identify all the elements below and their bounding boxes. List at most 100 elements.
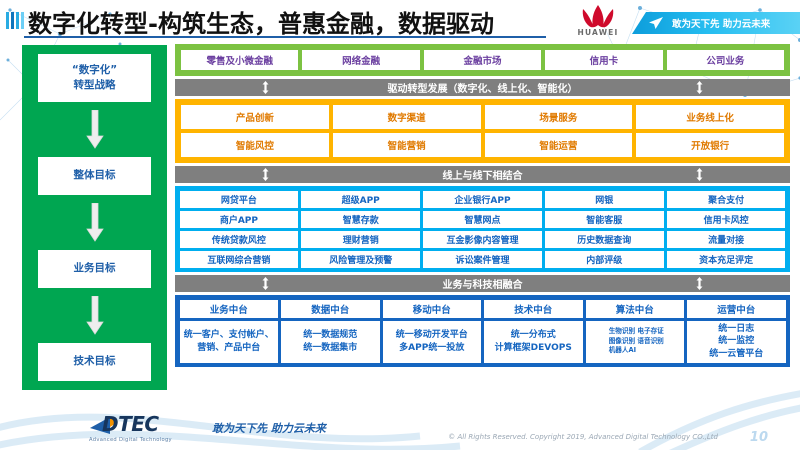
strategy-item-2[interactable]: 业务目标 xyxy=(38,250,151,288)
application-label-1-3: 智能客服 xyxy=(586,215,623,226)
application-0-1[interactable]: 超级APP xyxy=(301,190,421,208)
business-lines-band: 零售及小微金融 网络金融 金融市场 信用卡 公司业务 xyxy=(175,44,790,76)
strategy-column: “数字化” 转型战略 整体目标 业务目标 技术目标 xyxy=(22,45,167,390)
flow-arrow-0 xyxy=(85,102,104,157)
up-down-arrow-icon xyxy=(262,168,269,181)
application-label-1-4: 信用卡风控 xyxy=(703,215,749,226)
platform-body-2: 统一移动开发平台 多APP统一投放 xyxy=(382,320,481,363)
application-label-0-3: 网银 xyxy=(595,195,614,206)
application-label-2-3: 历史数据查询 xyxy=(577,235,632,246)
initiative-1-2[interactable]: 智能运营 xyxy=(484,133,633,157)
page-title: 数字化转型-构筑生态，普惠金融，数据驱动 xyxy=(28,10,494,38)
platform-column-1[interactable]: 数据中台 统一数据规范 统一数据集市 xyxy=(281,299,380,363)
up-down-arrow-icon xyxy=(262,81,269,94)
application-label-0-1: 超级APP xyxy=(341,195,380,206)
title-underline xyxy=(24,36,546,38)
application-label-3-1: 风险管理及预警 xyxy=(329,255,393,266)
header-slogan: 敢为天下先 助力云未来 xyxy=(672,19,771,30)
business-line-4[interactable]: 公司业务 xyxy=(666,50,785,70)
application-label-1-1: 智慧存款 xyxy=(342,215,379,226)
initiative-1-1[interactable]: 智能营销 xyxy=(332,133,481,157)
application-label-0-4: 聚合支付 xyxy=(708,195,745,206)
initiative-0-1[interactable]: 数字渠道 xyxy=(332,105,481,129)
application-2-2[interactable]: 互金影像内容管理 xyxy=(423,230,542,248)
initiative-label-1-0: 智能风控 xyxy=(235,141,274,152)
application-label-2-0: 传统贷款风控 xyxy=(211,235,266,246)
platform-head-4: 算法中台 xyxy=(585,299,684,318)
platform-row: 业务中台 统一客户、支付帐户、营销、产品中台 数据中台 统一数据规范 统一数据集… xyxy=(178,298,787,364)
platform-body-1: 统一数据规范 统一数据集市 xyxy=(281,320,380,363)
initiative-label-0-3: 业务线上化 xyxy=(686,113,734,124)
initiative-0-2[interactable]: 场景服务 xyxy=(484,105,633,129)
up-down-arrow-icon xyxy=(262,277,269,290)
platform-body-0: 统一客户、支付帐户、营销、产品中台 xyxy=(179,320,278,363)
application-1-2[interactable]: 智慧网点 xyxy=(423,210,542,228)
platform-body-5: 统一日志 统一监控 统一云管平台 xyxy=(687,320,786,363)
platform-column-2[interactable]: 移动中台 统一移动开发平台 多APP统一投放 xyxy=(382,299,481,363)
application-label-3-2: 诉讼案件管理 xyxy=(455,255,510,266)
platform-column-5[interactable]: 运营中台 统一日志 统一监控 统一云管平台 xyxy=(687,299,786,363)
orange-row-0: 产品创新 数字渠道 场景服务 业务线上化 xyxy=(179,103,786,131)
business-line-0[interactable]: 零售及小微金融 xyxy=(181,50,299,70)
business-line-label-1: 网络金融 xyxy=(342,56,381,67)
application-label-2-2: 互金影像内容管理 xyxy=(446,235,519,246)
application-1-0[interactable]: 商户APP xyxy=(179,210,299,228)
application-1-4[interactable]: 信用卡风控 xyxy=(666,210,786,228)
application-label-2-1: 理财营销 xyxy=(342,235,379,246)
initiative-label-1-3: 开放银行 xyxy=(691,141,730,152)
application-0-4[interactable]: 聚合支付 xyxy=(666,190,786,208)
application-label-0-0: 网贷平台 xyxy=(220,195,257,206)
application-1-3[interactable]: 智能客服 xyxy=(544,210,664,228)
platform-column-4[interactable]: 算法中台 生物识别 电子存证 图像识别 语音识别 机器人AI xyxy=(585,299,684,363)
initiative-1-3[interactable]: 开放银行 xyxy=(636,133,784,157)
initiative-0-0[interactable]: 产品创新 xyxy=(181,105,329,129)
huawei-logo-icon xyxy=(582,5,614,28)
application-label-0-2: 企业银行APP xyxy=(454,195,511,206)
business-line-1[interactable]: 网络金融 xyxy=(302,50,420,70)
application-0-2[interactable]: 企业银行APP xyxy=(423,190,542,208)
platform-body-4: 生物识别 电子存证 图像识别 语音识别 机器人AI xyxy=(585,320,684,363)
application-3-2[interactable]: 诉讼案件管理 xyxy=(423,250,542,268)
footer-slogan: 敢为天下先 助力云未来 xyxy=(212,422,326,435)
middle-platforms-band: 业务中台 统一客户、支付帐户、营销、产品中台 数据中台 统一数据规范 统一数据集… xyxy=(175,295,790,367)
application-label-2-4: 流量对接 xyxy=(708,235,745,246)
application-2-0[interactable]: 传统贷款风控 xyxy=(179,230,299,248)
application-0-0[interactable]: 网贷平台 xyxy=(179,190,299,208)
initiative-0-3[interactable]: 业务线上化 xyxy=(636,105,784,129)
connector-label-2: 线上与线下相结合 xyxy=(442,171,523,182)
platform-column-0[interactable]: 业务中台 统一客户、支付帐户、营销、产品中台 xyxy=(179,299,278,363)
page-number: 10 xyxy=(749,430,768,445)
up-down-arrow-icon xyxy=(696,81,703,94)
application-2-1[interactable]: 理财营销 xyxy=(301,230,421,248)
business-line-3[interactable]: 信用卡 xyxy=(545,50,663,70)
application-label-3-4: 资本充足评定 xyxy=(699,255,754,266)
platform-column-3[interactable]: 技术中台 统一分布式 计算框架DEVOPS xyxy=(484,299,583,363)
application-2-3[interactable]: 历史数据查询 xyxy=(544,230,664,248)
business-line-label-4: 公司业务 xyxy=(706,56,745,67)
application-3-3[interactable]: 内部评级 xyxy=(544,250,664,268)
slide-header: 数字化转型-构筑生态，普惠金融，数据驱动 HUAWEI 敢为天下先 助力云未来 xyxy=(0,0,800,40)
strategy-item-0[interactable]: “数字化” 转型战略 xyxy=(38,54,151,102)
cyan-row-0: 网贷平台 超级APP 企业银行APP 网银 聚合支付 xyxy=(178,189,787,209)
platform-head-3: 技术中台 xyxy=(484,299,583,318)
platform-head-2: 移动中台 xyxy=(382,299,481,318)
business-line-2[interactable]: 金融市场 xyxy=(423,50,542,70)
cyan-row-1: 商户APP 智慧存款 智慧网点 智能客服 信用卡风控 xyxy=(178,209,787,229)
flow-arrow-1 xyxy=(85,195,104,250)
platform-head-5: 运营中台 xyxy=(687,299,786,318)
strategy-item-1[interactable]: 整体目标 xyxy=(38,157,151,195)
strategy-item-3[interactable]: 技术目标 xyxy=(38,343,151,381)
initiative-1-0[interactable]: 智能风控 xyxy=(181,133,329,157)
application-0-3[interactable]: 网银 xyxy=(544,190,664,208)
orange-row-1: 智能风控 智能营销 智能运营 开放银行 xyxy=(179,131,786,159)
application-2-4[interactable]: 流量对接 xyxy=(666,230,786,248)
cyan-row-2: 传统贷款风控 理财营销 互金影像内容管理 历史数据查询 流量对接 xyxy=(178,229,787,249)
application-3-0[interactable]: 互联网综合营销 xyxy=(179,250,299,268)
application-3-4[interactable]: 资本充足评定 xyxy=(666,250,786,268)
application-1-1[interactable]: 智慧存款 xyxy=(301,210,421,228)
application-3-1[interactable]: 风险管理及预警 xyxy=(301,250,421,268)
up-down-arrow-icon xyxy=(696,168,703,181)
initiative-label-0-1: 数字渠道 xyxy=(387,113,426,124)
architecture-stack: 零售及小微金融 网络金融 金融市场 信用卡 公司业务 驱动转型发展（数字化、线上… xyxy=(175,44,790,367)
application-label-1-2: 智慧网点 xyxy=(464,215,501,226)
